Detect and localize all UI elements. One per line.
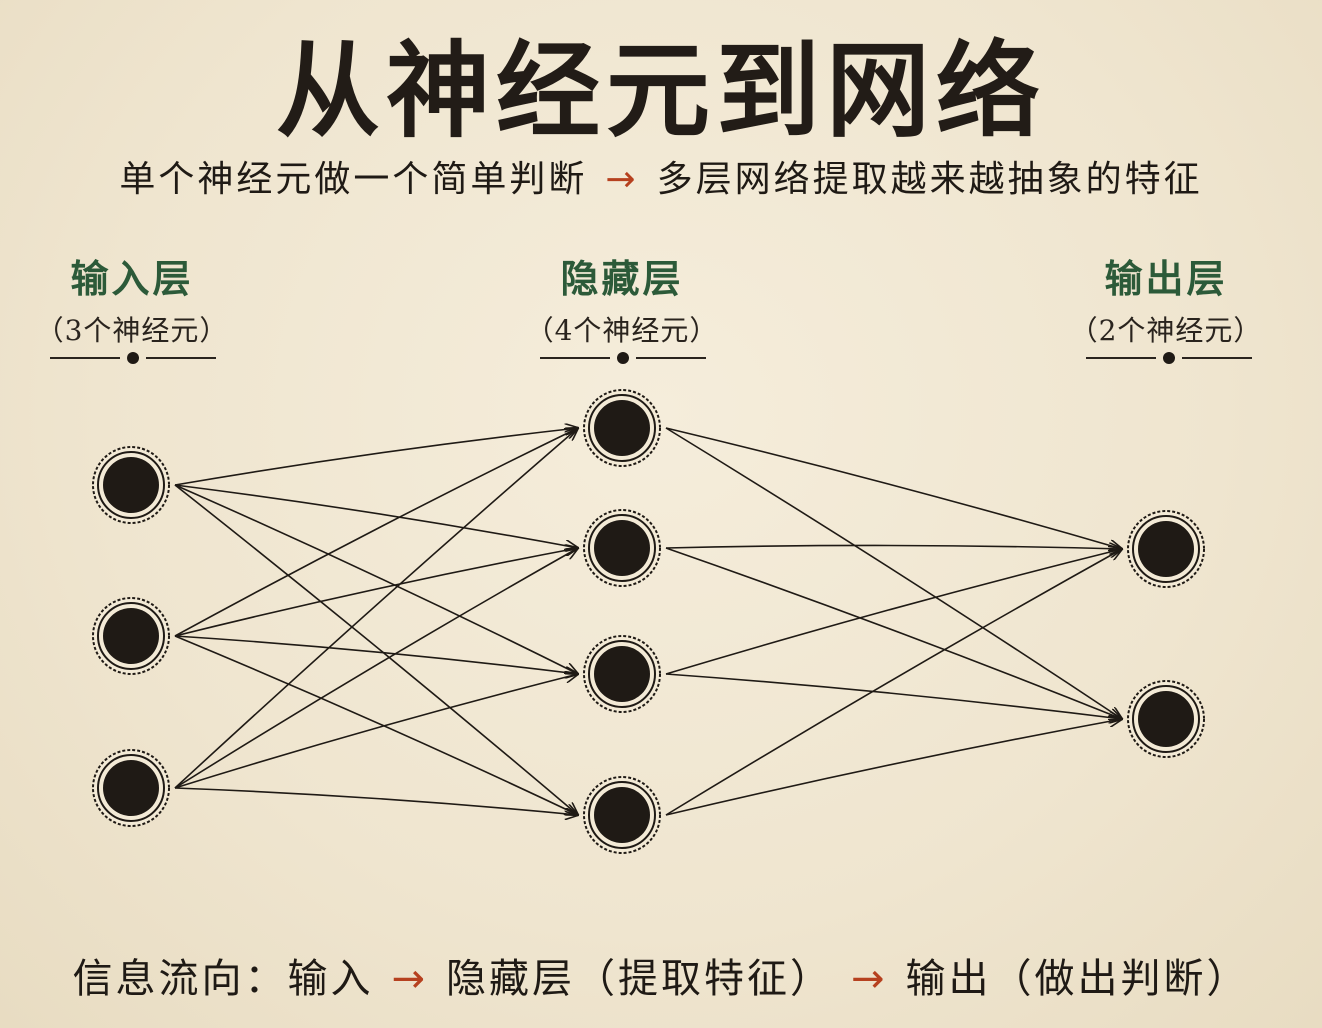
output-layer-name: 输出层 <box>1104 256 1228 301</box>
connection-hidden-1-to-output-1 <box>665 427 1122 549</box>
output-neuron-2 <box>1127 680 1205 758</box>
input-neuron-1 <box>92 446 170 524</box>
subtitle: 单个神经元做一个简单判断 → 多层网络提取越来越抽象的特征 <box>0 150 1322 202</box>
footer-step-output: 输出（做出判断） <box>905 956 1250 1002</box>
output-neuron-1 <box>1127 510 1205 588</box>
footer-step-input: 输入 <box>287 956 374 1002</box>
input-layer-divider <box>50 352 216 364</box>
diagram-title: 从神经元到网络 <box>275 29 1046 152</box>
footer-prefix: 信息流向： <box>72 956 288 1002</box>
connection-hidden-3-to-output-1 <box>665 549 1122 675</box>
connection-hidden-4-to-output-1 <box>665 549 1122 816</box>
connection-input-1-to-hidden-1 <box>174 428 578 486</box>
output-layer-count: （2个神经元） <box>1069 314 1263 347</box>
connection-hidden-4-to-output-2 <box>665 719 1122 816</box>
hidden-neuron-3 <box>583 635 661 713</box>
input-neuron-2 <box>92 597 170 675</box>
connection-input-1-to-hidden-4 <box>174 484 578 815</box>
connection-input-2-to-hidden-2 <box>174 548 578 637</box>
connections <box>174 427 1122 816</box>
connection-hidden-2-to-output-2 <box>665 547 1122 719</box>
hidden-layer-divider <box>540 352 706 364</box>
output-layer-header: 输出层 （2个神经元） <box>1046 248 1286 349</box>
connection-input-3-to-hidden-4 <box>174 787 578 815</box>
hidden-layer-name: 隐藏层 <box>560 256 684 301</box>
hidden-layer-header: 隐藏层 （4个神经元） <box>502 248 742 349</box>
hidden-neuron-4 <box>583 776 661 854</box>
connection-input-3-to-hidden-2 <box>174 548 578 789</box>
footer-step-hidden: 隐藏层（提取特征） <box>446 956 833 1002</box>
connection-input-3-to-hidden-3 <box>174 674 578 789</box>
connection-input-3-to-hidden-1 <box>174 428 578 789</box>
input-neuron-3 <box>92 749 170 827</box>
subtitle-arrow: → <box>605 159 639 200</box>
connection-input-1-to-hidden-2 <box>174 484 578 548</box>
hidden-neuron-2 <box>583 509 661 587</box>
connection-input-2-to-hidden-3 <box>174 635 578 674</box>
connection-hidden-1-to-output-2 <box>665 427 1122 719</box>
subtitle-left: 单个神经元做一个简单判断 <box>119 159 588 200</box>
neurons <box>92 389 1205 854</box>
connection-input-1-to-hidden-3 <box>174 484 578 674</box>
connection-hidden-3-to-output-2 <box>665 673 1122 719</box>
connection-input-2-to-hidden-4 <box>174 635 578 815</box>
info-flow-caption: 信息流向：输入 → 隐藏层（提取特征） → 输出（做出判断） <box>0 946 1322 1004</box>
input-layer-name: 输入层 <box>70 256 194 301</box>
input-layer-header: 输入层 （3个神经元） <box>12 248 252 349</box>
footer-arrow-2: → <box>851 956 888 1002</box>
input-layer-count: （3个神经元） <box>35 314 229 347</box>
connection-hidden-2-to-output-1 <box>665 545 1122 549</box>
connection-input-2-to-hidden-1 <box>174 428 578 637</box>
output-layer-divider <box>1086 352 1252 364</box>
hidden-neuron-1 <box>583 389 661 467</box>
subtitle-right: 多层网络提取越来越抽象的特征 <box>656 159 1203 200</box>
hidden-layer-count: （4个神经元） <box>525 314 719 347</box>
footer-arrow-1: → <box>391 956 428 1002</box>
